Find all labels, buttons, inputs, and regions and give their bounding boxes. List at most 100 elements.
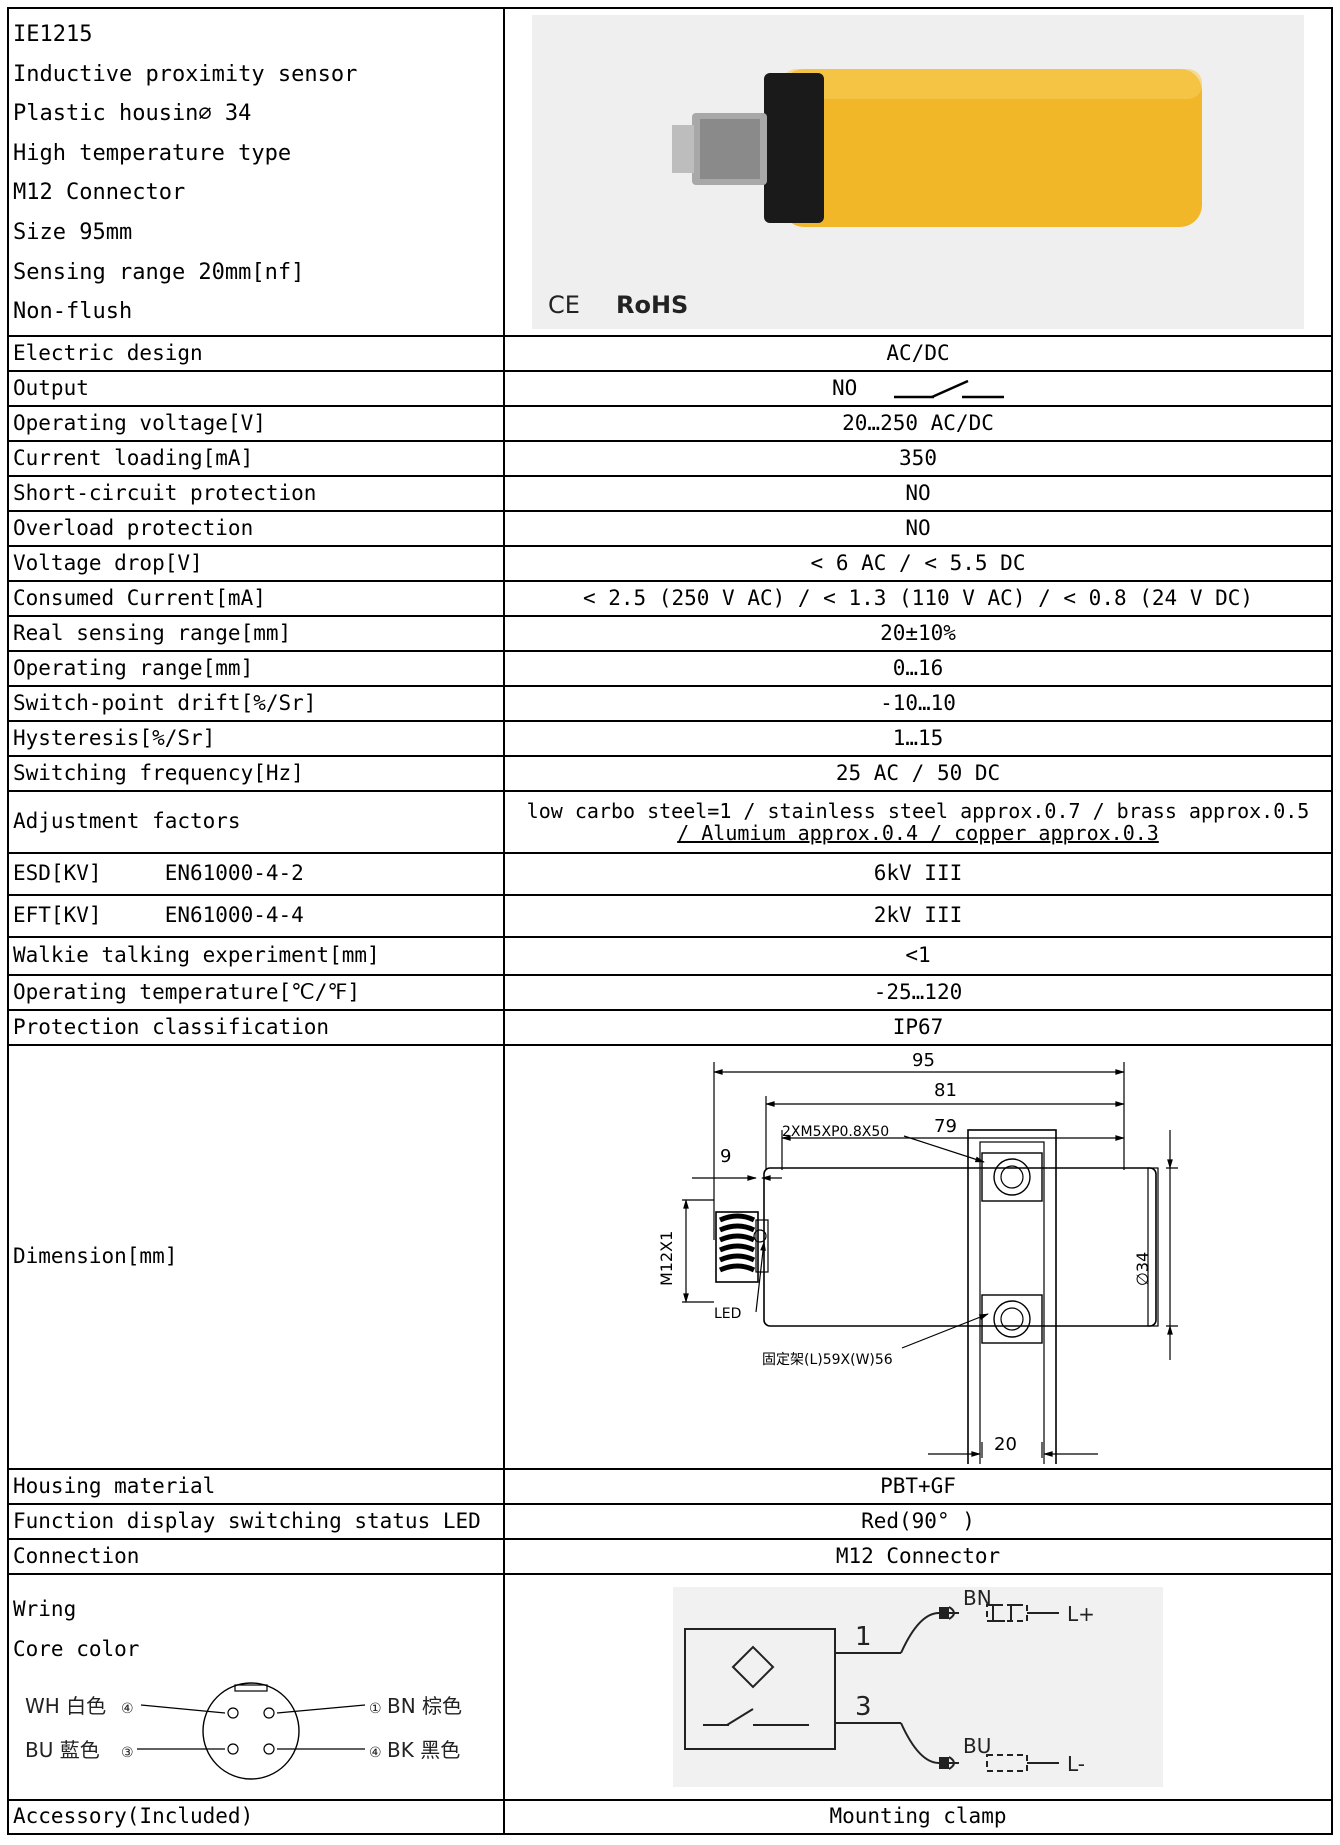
row-label: ESD[KV] EN61000-4-2 — [7, 852, 505, 896]
row-label: Consumed Current[mA] — [7, 580, 505, 617]
row-label: Operating range[mm] — [7, 650, 505, 687]
row-value: PBT+GF — [503, 1468, 1333, 1505]
no-switch-symbol-icon — [893, 379, 1004, 399]
sensor-cap — [764, 73, 824, 223]
header-text-cell: IE1215 Inductive proximity sensor Plasti… — [7, 7, 505, 337]
dim-81: 81 — [934, 1080, 957, 1101]
row-value: <1 — [503, 936, 1333, 976]
housing-type: Plastic housin∅ 34 — [13, 101, 252, 127]
row-value: IP67 — [503, 1009, 1333, 1046]
pin-wh-number: ④ — [121, 1701, 134, 1717]
pinout-diagram: WH 白色 ④ ① BN 棕色 BU 藍色 ③ ④ BK 黑色 — [25, 1682, 462, 1780]
dim-diameter: ∅34 — [1133, 1252, 1152, 1286]
temperature-type: High temperature type — [13, 140, 292, 166]
row-value: NO — [503, 510, 1333, 547]
spec-table: IE1215 Inductive proximity sensor Plasti… — [7, 7, 1333, 1835]
row-value: NO — [503, 475, 1333, 512]
row-label: Switch-point drift[%/Sr] — [7, 685, 505, 722]
pin-bk: BK 黑色 — [387, 1738, 460, 1762]
dim-79: 79 — [934, 1116, 957, 1137]
row-switching-frequency: Switching frequency[Hz]25 AC / 50 DC — [7, 755, 1333, 792]
model-number: IE1215 — [13, 22, 93, 47]
pin-bu-number: ③ — [121, 1745, 134, 1761]
row-voltage-drop: Voltage drop[V]< 6 AC / < 5.5 DC — [7, 545, 1333, 582]
header-row: IE1215 Inductive proximity sensor Plasti… — [7, 7, 1333, 337]
dim-thread: M12X1 — [658, 1231, 676, 1286]
wiring-diagram-cell: 1 3 BN BU L+ L- — [503, 1573, 1333, 1801]
row-value: < 6 AC / < 5.5 DC — [503, 545, 1333, 582]
row-value: -25…120 — [503, 974, 1333, 1011]
pin-bn: BN 棕色 — [387, 1694, 462, 1718]
row-value: 350 — [503, 440, 1333, 477]
size: Size 95mm — [13, 219, 133, 245]
row-value-adjustment: low carbo steel=1 / stainless steel appr… — [503, 790, 1333, 854]
row-label: Real sensing range[mm] — [7, 615, 505, 652]
row-value: 1…15 — [503, 720, 1333, 757]
dim-screw: 2XM5XP0.8X50 — [782, 1124, 889, 1140]
row-label: Operating voltage[V] — [7, 405, 505, 442]
pin-bn-number: ① — [369, 1701, 382, 1717]
wiring-label-cell: Wring Core color WH 白色 ④ ① BN 棕色 — [7, 1573, 505, 1801]
row-label: Dimension[mm] — [7, 1044, 505, 1470]
row-accessory: Accessory(Included)Mounting clamp — [7, 1799, 1333, 1835]
pin-wh: WH 白色 — [25, 1694, 106, 1718]
row-operating-temperature: Operating temperature[℃/℉]-25…120 — [7, 974, 1333, 1011]
row-value: 0…16 — [503, 650, 1333, 687]
row-label: Connection — [7, 1538, 505, 1575]
adjustment-line-2: / Alumium approx.0.4 / copper approx.0.3 — [677, 821, 1159, 845]
dim-20: 20 — [994, 1434, 1017, 1455]
product-photo: CE RoHS — [532, 15, 1304, 329]
photo-ce-mark: CE — [548, 291, 580, 319]
wire-bu: BU — [963, 1734, 991, 1758]
row-label: EFT[KV] EN61000-4-4 — [7, 894, 505, 938]
row-value-output: NO — [503, 370, 1333, 407]
photo-rohs-mark: RoHS — [616, 291, 688, 319]
wiring-diagram: 1 3 BN BU L+ L- — [673, 1587, 1163, 1787]
core-color-label: Core color — [13, 1637, 140, 1661]
row-value: 6kV III — [503, 852, 1333, 896]
row-label: Accessory(Included) — [7, 1799, 505, 1835]
row-wiring: Wring Core color WH 白色 ④ ① BN 棕色 — [7, 1573, 1333, 1801]
dimension-drawing-cell: 95 81 79 9 2XM5XP0.8X50 M12X1 ∅34 LED 固定… — [503, 1044, 1333, 1470]
connector-type: M12 Connector — [13, 180, 186, 206]
row-label: Voltage drop[V] — [7, 545, 505, 582]
supply-positive: L+ — [1067, 1602, 1095, 1626]
row-label: Protection classification — [7, 1009, 505, 1046]
row-output: Output NO — [7, 370, 1333, 407]
row-value: < 2.5 (250 V AC) / < 1.3 (110 V AC) / < … — [503, 580, 1333, 617]
row-label: Operating temperature[℃/℉] — [7, 974, 505, 1011]
row-hysteresis: Hysteresis[%/Sr]1…15 — [7, 720, 1333, 757]
pin-bu: BU 藍色 — [25, 1738, 100, 1762]
row-value: 25 AC / 50 DC — [503, 755, 1333, 792]
row-switch-point-drift: Switch-point drift[%/Sr]-10…10 — [7, 685, 1333, 722]
row-value: NO — [832, 375, 858, 400]
row-label: Walkie talking experiment[mm] — [7, 936, 505, 976]
row-operating-voltage: Operating voltage[V]20…250 AC/DC — [7, 405, 1333, 442]
sensing-range: Sensing range 20mm[nf] — [13, 259, 305, 285]
dim-95: 95 — [912, 1050, 935, 1071]
row-value: Red(90° ) — [503, 1503, 1333, 1540]
row-label: Current loading[mA] — [7, 440, 505, 477]
row-label: Housing material — [7, 1468, 505, 1505]
row-consumed-current: Consumed Current[mA]< 2.5 (250 V AC) / <… — [7, 580, 1333, 617]
wire-bn: BN — [963, 1587, 992, 1610]
terminal-1: 1 — [855, 1622, 872, 1652]
wiring-label: Wring — [13, 1597, 77, 1621]
dim-led: LED — [714, 1306, 741, 1322]
product-type: Inductive proximity sensor — [13, 61, 358, 87]
row-operating-range: Operating range[mm]0…16 — [7, 650, 1333, 687]
supply-negative: L- — [1067, 1752, 1085, 1776]
row-label: Adjustment factors — [7, 790, 505, 854]
row-value: Mounting clamp — [503, 1799, 1333, 1835]
mounting-type: Non-flush — [13, 299, 133, 325]
dim-clamp: 固定架(L)59X(W)56 — [762, 1352, 893, 1368]
row-adjustment-factors: Adjustment factors low carbo steel=1 / s… — [7, 790, 1333, 854]
terminal-3: 3 — [855, 1692, 872, 1722]
